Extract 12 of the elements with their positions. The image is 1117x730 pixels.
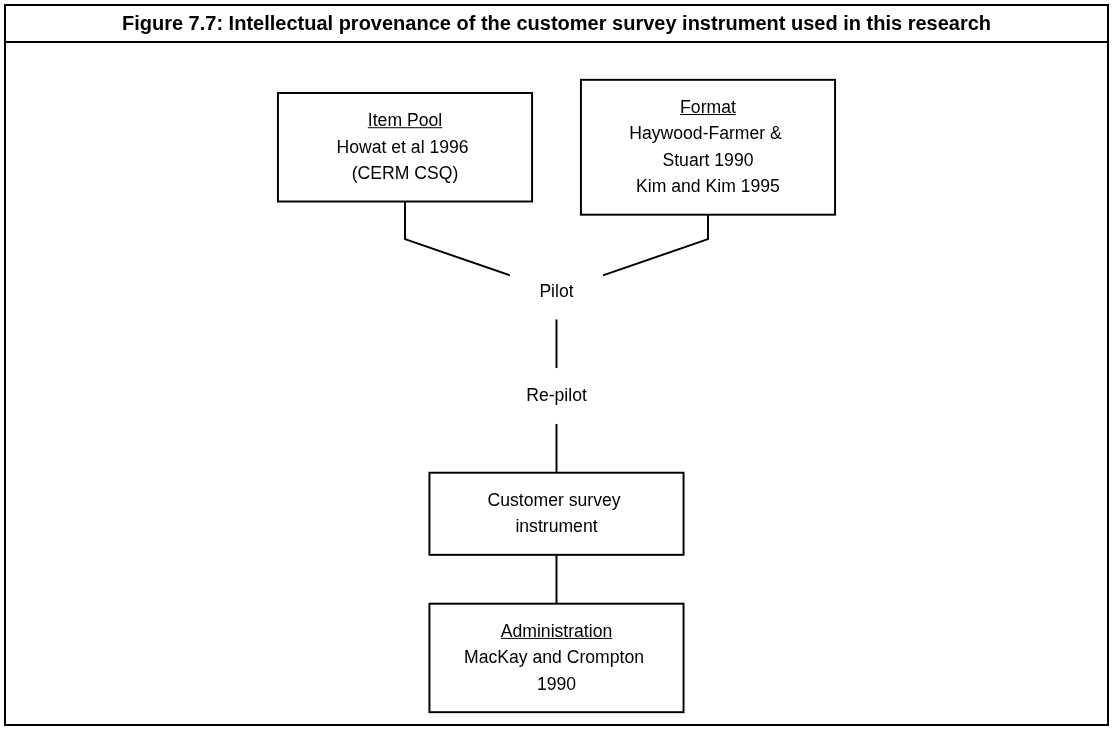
node-box: Format Haywood-Farmer & Stuart 1990 Kim and Kim 1995 — [579, 78, 837, 216]
connector — [555, 318, 558, 370]
connector — [404, 200, 512, 277]
figure-title: Figure 7.7: Intellectual provenance of the customer survey instrument used in this research — [6, 6, 1107, 43]
node-box: Customer survey instrument — [428, 471, 685, 556]
node-text: Pilot — [539, 281, 574, 301]
node-text: Re-pilot — [526, 385, 587, 406]
connector — [601, 213, 709, 277]
connector — [555, 553, 558, 605]
node-box: Administration MacKay and Crompton 1990 — [428, 602, 685, 714]
connector — [555, 422, 558, 474]
node-box: Item Pool Howat et al 1996 (CERM CSQ) — [276, 92, 534, 203]
